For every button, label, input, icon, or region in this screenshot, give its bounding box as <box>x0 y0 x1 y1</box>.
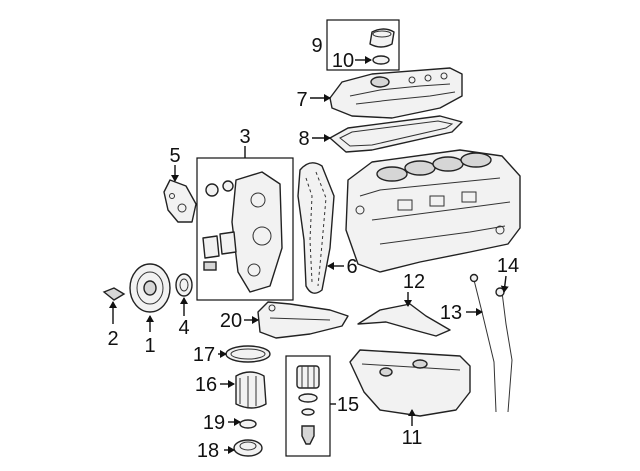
callout-9: 9 <box>311 35 322 57</box>
callout-7: 7 <box>296 89 307 111</box>
valve-cover-gasket <box>329 115 463 153</box>
callout-11: 11 <box>402 427 423 449</box>
cover-plug <box>222 180 234 192</box>
oil-filler-cap-group <box>326 19 400 71</box>
callout-13: 13 <box>440 302 462 324</box>
timing-cover-group <box>196 146 294 301</box>
callout-14: 14 <box>497 255 519 277</box>
callout-box-15 <box>285 355 331 457</box>
dipstick-group <box>466 273 513 413</box>
housing-gasket <box>239 419 257 429</box>
callout-1: 1 <box>144 335 155 357</box>
oil-filter-group <box>285 355 336 457</box>
pulley-bolt <box>102 287 126 301</box>
oil-pan-group <box>349 349 471 426</box>
mount-bracket-group <box>163 165 197 223</box>
timing-chain-cover <box>231 171 283 293</box>
oil-filter-housing <box>235 371 267 409</box>
callout-labels: 1 2 3 4 5 6 7 8 9 10 11 12 13 14 15 16 1… <box>107 35 519 462</box>
callout-10: 10 <box>332 50 354 72</box>
cover-gasket-a <box>202 235 220 259</box>
callout-5: 5 <box>169 145 180 167</box>
callout-4: 4 <box>178 317 189 339</box>
oil-pump-group <box>244 301 349 339</box>
callout-15: 15 <box>337 394 359 416</box>
callout-3: 3 <box>239 126 250 148</box>
callout-17: 17 <box>193 344 215 366</box>
callout-8: 8 <box>298 128 309 150</box>
crank-pulley-group <box>102 263 193 332</box>
oil-dipstick <box>501 291 513 413</box>
cylinder-block <box>345 149 521 273</box>
oil-baffle-plate <box>357 303 451 337</box>
valve-cover-group <box>310 67 463 119</box>
engine-mount-bracket <box>163 179 197 223</box>
timing-chain-group <box>297 162 344 294</box>
crankshaft-seal <box>175 273 193 297</box>
oil-filler-cap <box>369 28 395 48</box>
filter-housing-o-ring <box>225 345 271 363</box>
callout-6: 6 <box>346 256 357 278</box>
callout-18: 18 <box>197 440 219 462</box>
cover-gasket-b <box>219 231 237 255</box>
filter-drain-plug <box>301 425 315 445</box>
filler-cap-gasket <box>372 55 390 65</box>
timing-chain <box>297 162 335 294</box>
callout-19: 19 <box>203 412 225 434</box>
oil-pan <box>349 349 471 417</box>
callout-box-9-10 <box>326 19 400 71</box>
dipstick-tube <box>473 279 497 413</box>
callout-20: 20 <box>220 310 242 332</box>
filter-o-ring-1 <box>298 393 318 403</box>
callout-2: 2 <box>107 328 118 350</box>
oil-baffle-group <box>357 292 451 337</box>
filter-housing-group <box>218 345 271 457</box>
oil-pump <box>257 301 349 339</box>
callout-12: 12 <box>403 271 425 293</box>
callout-16: 16 <box>195 374 217 396</box>
cover-seal-small <box>205 183 219 197</box>
valve-cover <box>329 67 463 119</box>
valve-cover-gasket-group <box>312 115 463 153</box>
filter-o-ring-2 <box>301 408 315 416</box>
cover-bolt <box>203 261 217 271</box>
